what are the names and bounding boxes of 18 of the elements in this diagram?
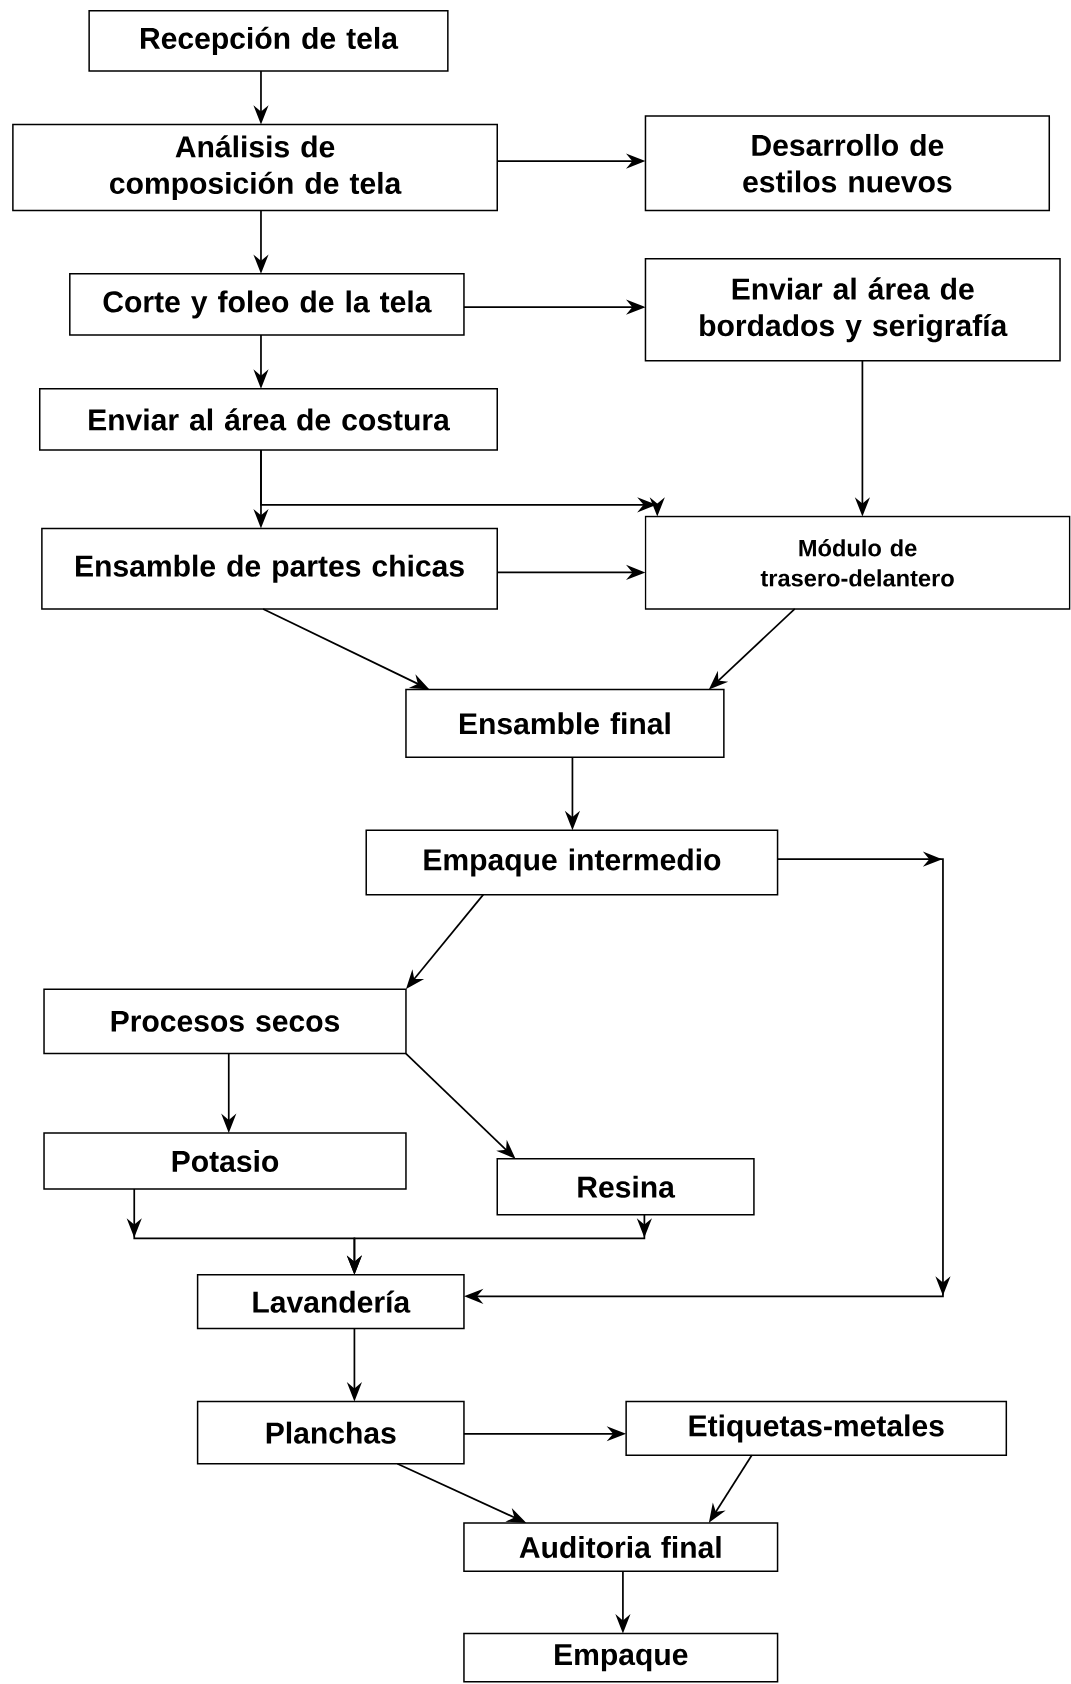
process-box: Corte y foleo de la tela — [69, 273, 465, 336]
process-box: Desarrollo de estilos nuevos — [644, 115, 1051, 212]
process-box: Resina — [496, 1158, 755, 1216]
process-box: Recepción de tela — [88, 10, 449, 72]
process-box: Empaque — [463, 1632, 779, 1683]
process-box: Planchas — [197, 1400, 465, 1465]
process-box: Empaque intermedio — [365, 829, 779, 896]
process-box: Ensamble de partes chicas — [41, 527, 499, 610]
process-box: Módulo de trasero-delantero — [644, 515, 1071, 610]
process-box: Auditoria final — [463, 1522, 779, 1572]
process-box: Enviar al área de bordados y serigrafía — [644, 258, 1061, 362]
process-box: Potasio — [43, 1132, 407, 1190]
process-box: Análisis de composición de tela — [12, 123, 499, 212]
process-box: Lavandería — [197, 1274, 465, 1330]
process-box: Enviar al área de costura — [39, 388, 499, 451]
process-box: Ensamble final — [405, 688, 725, 758]
process-box: Etiquetas-metales — [625, 1400, 1008, 1456]
process-box: Procesos secos — [43, 988, 407, 1055]
